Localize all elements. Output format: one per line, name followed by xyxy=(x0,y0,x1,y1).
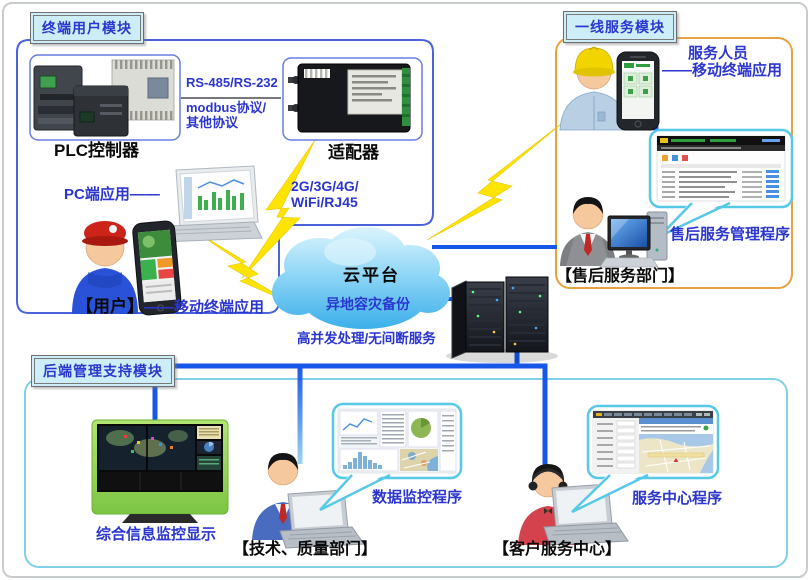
service-center-program-bubble xyxy=(571,404,720,514)
plc-image-box xyxy=(29,54,181,141)
backend-trunk-line xyxy=(152,363,548,466)
staff-smartphone-icon xyxy=(616,51,660,131)
user-person-icon xyxy=(72,221,138,314)
server-led-lights xyxy=(471,286,542,346)
adapter-image-box xyxy=(282,57,423,141)
cloud-icon xyxy=(272,227,450,329)
lightning-bolt-staff-cloud xyxy=(426,119,567,241)
data-monitor-program-bubble xyxy=(319,402,463,512)
after-sales-program-bubble xyxy=(648,128,794,238)
video-wall-icon xyxy=(91,419,229,523)
service-center-app-screenshot xyxy=(592,410,714,474)
pc-laptop-icon xyxy=(161,165,263,243)
user-smartphone-icon xyxy=(132,220,182,316)
after-sales-app-screenshot xyxy=(656,135,786,202)
lightning-bolt-adapter-cloud xyxy=(241,139,316,279)
after-sales-manager-person-icon xyxy=(560,197,616,266)
lightning-bolts xyxy=(189,119,567,306)
server-rack-icon xyxy=(446,276,558,363)
workstation-icon xyxy=(599,211,668,268)
service-staff-person-icon xyxy=(559,46,629,131)
dashboard-screenshot xyxy=(337,408,457,474)
